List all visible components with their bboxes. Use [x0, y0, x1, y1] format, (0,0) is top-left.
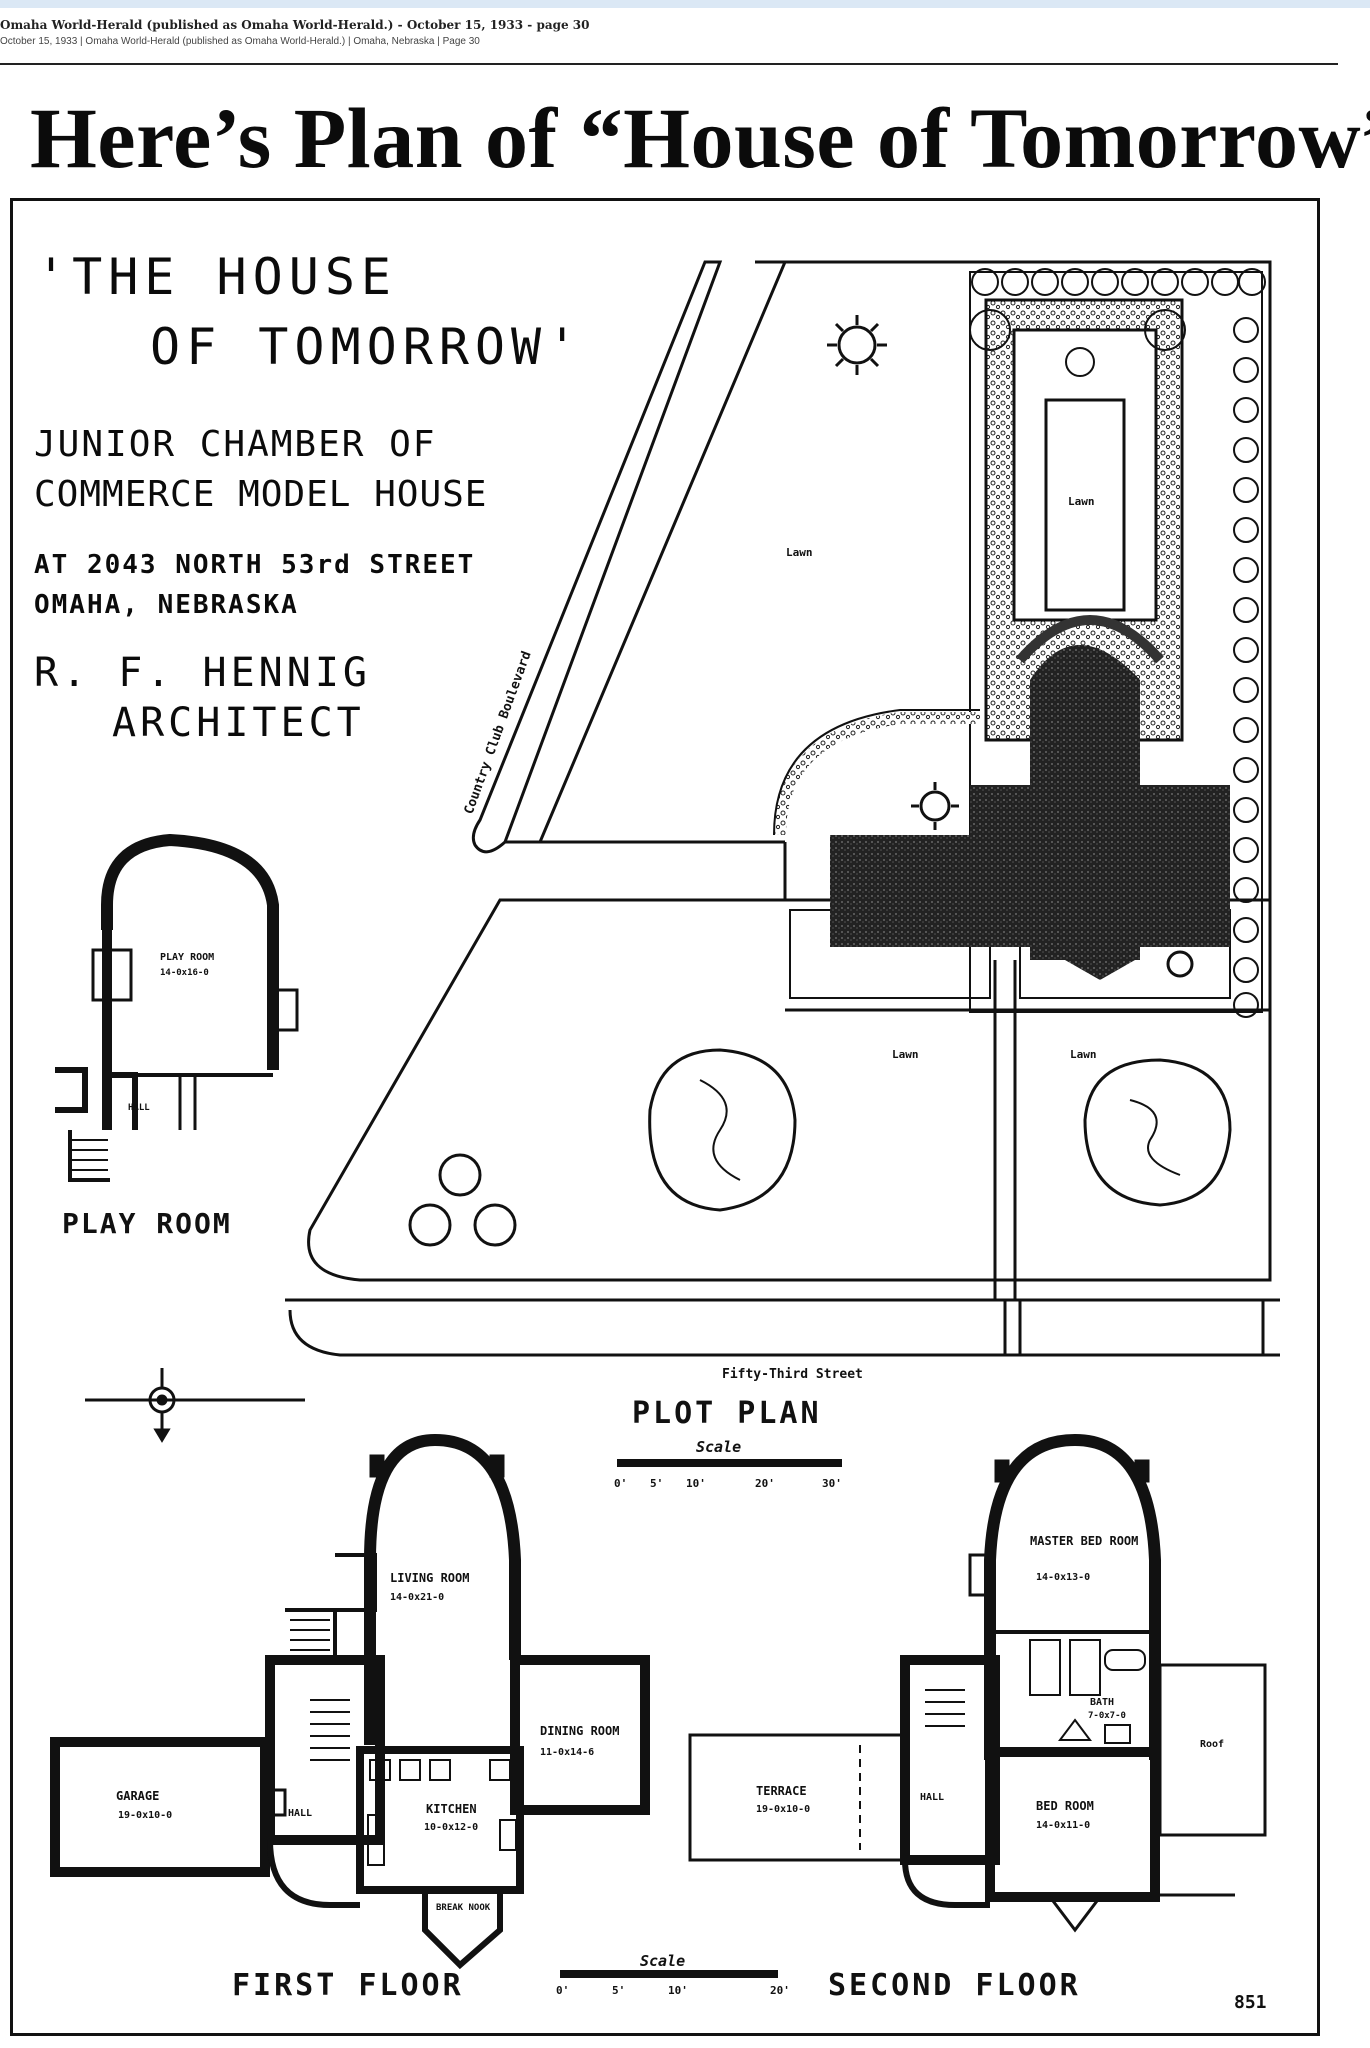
second-floor-plan	[688, 1433, 1267, 1933]
master-bed-room-label: MASTER BED ROOM	[1030, 1534, 1138, 1548]
terrace-label: TERRACE	[756, 1784, 807, 1798]
second-floor-caption: SECOND FLOOR	[828, 1968, 1081, 2003]
kitchen-dims: 10-0x12-0	[424, 1822, 478, 1833]
floor-scale-tick-0: 0'	[556, 1984, 569, 1997]
bath-dims: 7-0x7-0	[1088, 1711, 1126, 1721]
play-room-plan	[55, 833, 299, 1182]
floor-scale-bar: 0' 5' 10' 20'	[556, 1970, 790, 1997]
publication-title: Omaha World-Herald (published as Omaha W…	[0, 18, 590, 32]
terrace-dims: 19-0x10-0	[756, 1804, 810, 1815]
subtitle-line-1: JUNIOR CHAMBER OF	[34, 424, 437, 465]
subtitle-line-2: COMMERCE MODEL HOUSE	[34, 474, 488, 515]
play-room-dims: 14-0x16-0	[160, 968, 209, 978]
plot-scale-tick-0: 0'	[614, 1477, 627, 1490]
bed-room-label: BED ROOM	[1036, 1799, 1094, 1813]
plot-scale-tick-2: 10'	[686, 1477, 706, 1490]
address-line-2: OMAHA, NEBRASKA	[34, 590, 299, 620]
citation-line: October 15, 1933 | Omaha World-Herald (p…	[0, 36, 480, 47]
dining-room-label: DINING ROOM	[540, 1724, 619, 1738]
lawn-label-4: Lawn	[1070, 1048, 1097, 1061]
plot-plan	[285, 260, 1280, 1357]
floor-scale-tick-2: 10'	[668, 1984, 688, 1997]
citation-bar: Omaha World-Herald (published as Omaha W…	[0, 0, 1370, 56]
break-nook-label: BREAK NOOK	[436, 1903, 491, 1913]
plot-plan-title: PLOT PLAN	[632, 1396, 822, 1431]
living-room-label: LIVING ROOM	[390, 1571, 469, 1585]
corner-mark: 851	[1234, 1992, 1267, 2013]
play-room-hall-label: HALL	[128, 1103, 150, 1113]
first-floor-plan	[50, 1433, 650, 1970]
roof-label: Roof	[1200, 1739, 1224, 1750]
architect-name: R. F. HENNIG	[34, 650, 371, 696]
title-line-1: 'THE HOUSE	[36, 248, 398, 306]
title-line-2: OF TOMORROW'	[150, 318, 584, 376]
master-bed-room-dims: 14-0x13-0	[1036, 1572, 1090, 1583]
lawn-label-1: Lawn	[786, 546, 813, 559]
bottom-street-label: Fifty-Third Street	[722, 1367, 863, 1382]
floor-scale-tick-3: 20'	[770, 1984, 790, 1997]
lawn-label-2: Lawn	[1068, 495, 1095, 508]
play-room-caption: PLAY ROOM	[62, 1207, 232, 1240]
plot-scale-label: Scale	[696, 1438, 741, 1456]
floor-scale-label: Scale	[640, 1952, 685, 1970]
plot-scale-tick-4: 30'	[822, 1477, 842, 1490]
plot-scale-bar: 0' 5' 10' 20' 30'	[614, 1459, 842, 1490]
first-floor-hall-label: HALL	[288, 1808, 312, 1819]
bed-room-dims: 14-0x11-0	[1036, 1820, 1090, 1831]
architect-title: ARCHITECT	[112, 700, 365, 746]
illustration-frame	[10, 198, 1320, 2036]
address-line-1: AT 2043 NORTH 53rd STREET	[34, 550, 476, 580]
bath-label: BATH	[1090, 1697, 1114, 1708]
play-room-label: PLAY ROOM	[160, 952, 214, 963]
compass-north-arrow	[85, 1368, 305, 1443]
dining-room-dims: 11-0x14-6	[540, 1747, 594, 1758]
living-room-dims: 14-0x21-0	[390, 1592, 444, 1603]
floor-scale-tick-1: 5'	[612, 1984, 625, 1997]
plot-scale-tick-1: 5'	[650, 1477, 663, 1490]
kitchen-label: KITCHEN	[426, 1802, 477, 1816]
lawn-label-3: Lawn	[892, 1048, 919, 1061]
garage-label: GARAGE	[116, 1789, 159, 1803]
plot-scale-tick-3: 20'	[755, 1477, 775, 1490]
second-floor-hall-label: HALL	[920, 1792, 944, 1803]
garage-dims: 19-0x10-0	[118, 1810, 172, 1821]
article-headline: Here’s Plan of “House of Tomorrow”	[30, 90, 1370, 186]
header-rule	[0, 63, 1338, 65]
first-floor-caption: FIRST FLOOR	[232, 1968, 464, 2003]
